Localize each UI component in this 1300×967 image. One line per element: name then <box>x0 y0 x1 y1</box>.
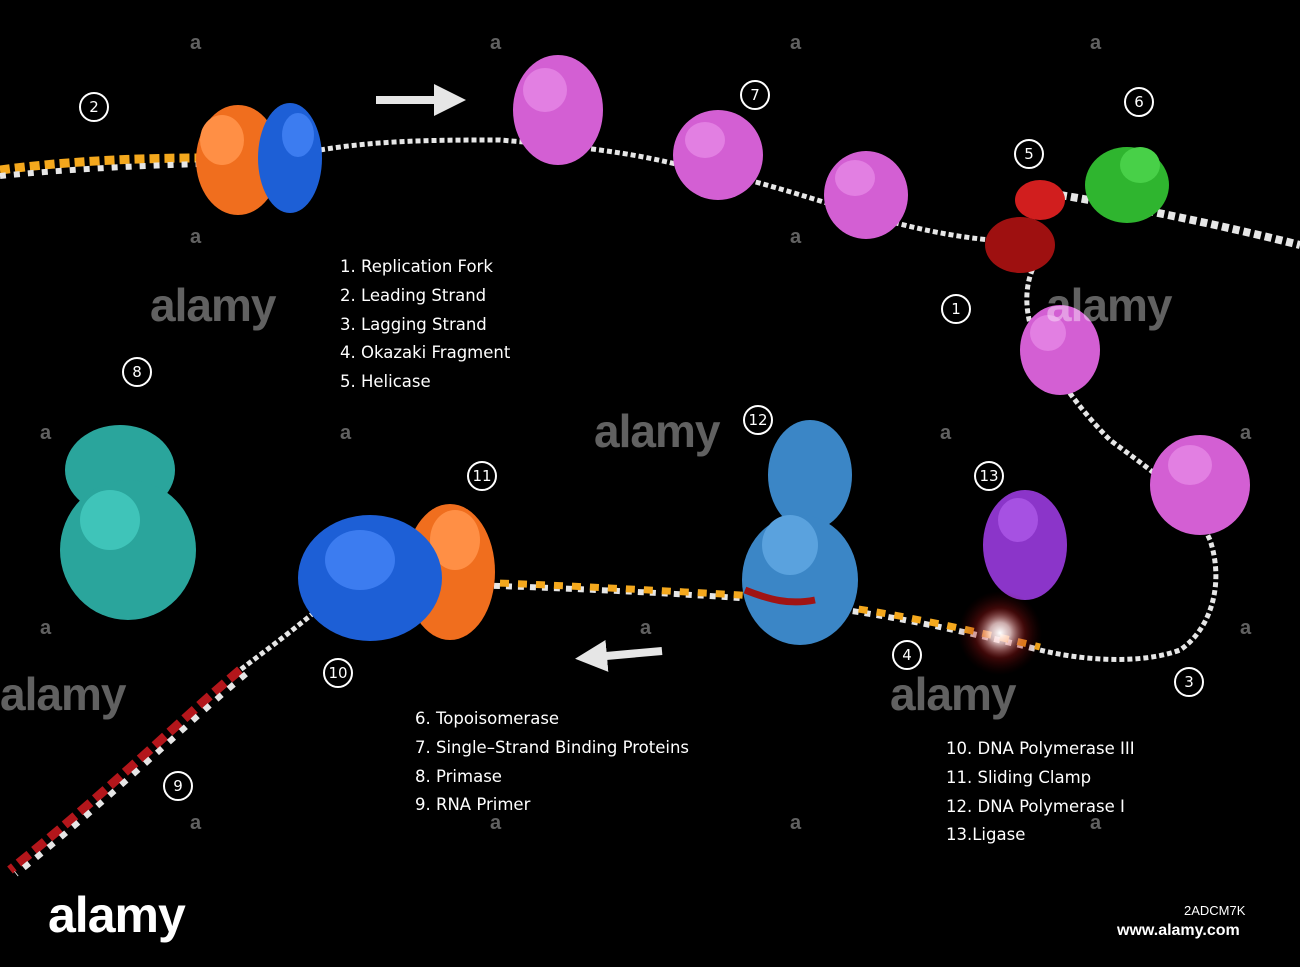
watermark-a: a <box>1240 617 1252 639</box>
ligation-glow <box>958 591 1042 675</box>
ssb-protein <box>673 110 763 200</box>
legend-item: 6. Topoisomerase <box>415 709 560 728</box>
badge-8: 8 <box>122 357 152 387</box>
badge-9: 9 <box>163 771 193 801</box>
watermark-alamy: alamy <box>594 405 720 457</box>
badge-11: 11 <box>467 461 497 491</box>
parental-duplex <box>1059 191 1300 249</box>
dna-polymerase-iii-bottom <box>298 515 442 641</box>
primase-protein <box>60 425 196 620</box>
watermark-a: a <box>790 226 802 248</box>
badge-2: 2 <box>79 92 109 122</box>
dna-polymerase-iii-top <box>258 103 322 213</box>
legend-group-1: 1. Replication Fork 2. Leading Strand 3.… <box>340 253 510 397</box>
legend-item: 9. RNA Primer <box>415 795 531 815</box>
leading-strand-duplex <box>0 153 201 175</box>
legend-item: 7. Single–Strand Binding Proteins <box>415 737 690 757</box>
legend-item: 1. Replication Fork <box>340 257 493 276</box>
ssb-protein <box>824 151 908 239</box>
watermark-a: a <box>640 617 652 639</box>
alamy-url: www.alamy.com <box>1117 922 1240 939</box>
watermark-alamy: alamy <box>150 279 276 331</box>
badge-10: 10 <box>323 658 353 688</box>
watermark-a: a <box>40 422 52 444</box>
ssb-protein <box>1020 305 1100 395</box>
watermark-a: a <box>190 32 202 54</box>
topoisomerase-protein <box>1085 147 1169 223</box>
watermark-alamy: alamy <box>1046 279 1172 331</box>
legend-group-3: 10. DNA Polymerase III 11. Sliding Clamp… <box>946 735 1135 850</box>
watermark-a: a <box>40 617 52 639</box>
sliding-clamp-top <box>196 105 280 215</box>
dna-polymerase-i-protein <box>742 420 858 645</box>
badge-5: 5 <box>1014 139 1044 169</box>
watermark-a: a <box>940 422 952 444</box>
legend-item: 3. Lagging Strand <box>340 314 487 334</box>
watermark-a: a <box>490 32 502 54</box>
legend-item: 5. Helicase <box>340 372 431 392</box>
helicase-protein <box>985 180 1065 273</box>
badge-12: 12 <box>743 405 773 435</box>
alamy-logo: alamy <box>48 887 186 943</box>
watermark-a: a <box>1240 422 1252 444</box>
arrow-left-icon <box>575 639 663 672</box>
okazaki-fragment <box>469 578 1041 651</box>
ligase-protein <box>983 490 1067 600</box>
watermark-a: a <box>190 812 202 834</box>
image-code: 2ADCM7K <box>1184 903 1246 918</box>
ssb-protein <box>513 55 603 165</box>
watermark-alamy: alamy <box>890 668 1016 720</box>
legend-item: 10. DNA Polymerase III <box>946 739 1135 758</box>
legend-item: 12. DNA Polymerase I <box>946 796 1125 816</box>
badge-13: 13 <box>974 461 1004 491</box>
watermark-a: a <box>790 812 802 834</box>
watermark-a: a <box>340 422 352 444</box>
watermark-alamy: alamy <box>0 668 126 720</box>
watermark-a: a <box>1090 812 1102 834</box>
watermark-a: a <box>190 226 202 248</box>
legend-item: 11. Sliding Clamp <box>946 767 1092 787</box>
legend-item: 2. Leading Strand <box>340 285 487 305</box>
watermark-a: a <box>790 32 802 54</box>
watermark-a: a <box>1090 32 1102 54</box>
rna-primer-backbone <box>14 671 248 877</box>
legend-item: 4. Okazaki Fragment <box>340 343 511 363</box>
badge-3: 3 <box>1174 667 1204 697</box>
badge-1: 1 <box>941 294 971 324</box>
legend-group-2: 6. Topoisomerase 7. Single–Strand Bindin… <box>415 705 689 820</box>
watermark-a: a <box>490 812 502 834</box>
legend-item: 8. Primase <box>415 766 502 786</box>
badge-4: 4 <box>892 640 922 670</box>
rna-primer-ssdna <box>238 578 352 672</box>
ssb-protein <box>1150 435 1250 535</box>
badge-7: 7 <box>740 80 770 110</box>
legend-item: 13.Ligase <box>946 825 1026 845</box>
badge-6: 6 <box>1124 87 1154 117</box>
rna-primer-duplex <box>7 666 243 874</box>
